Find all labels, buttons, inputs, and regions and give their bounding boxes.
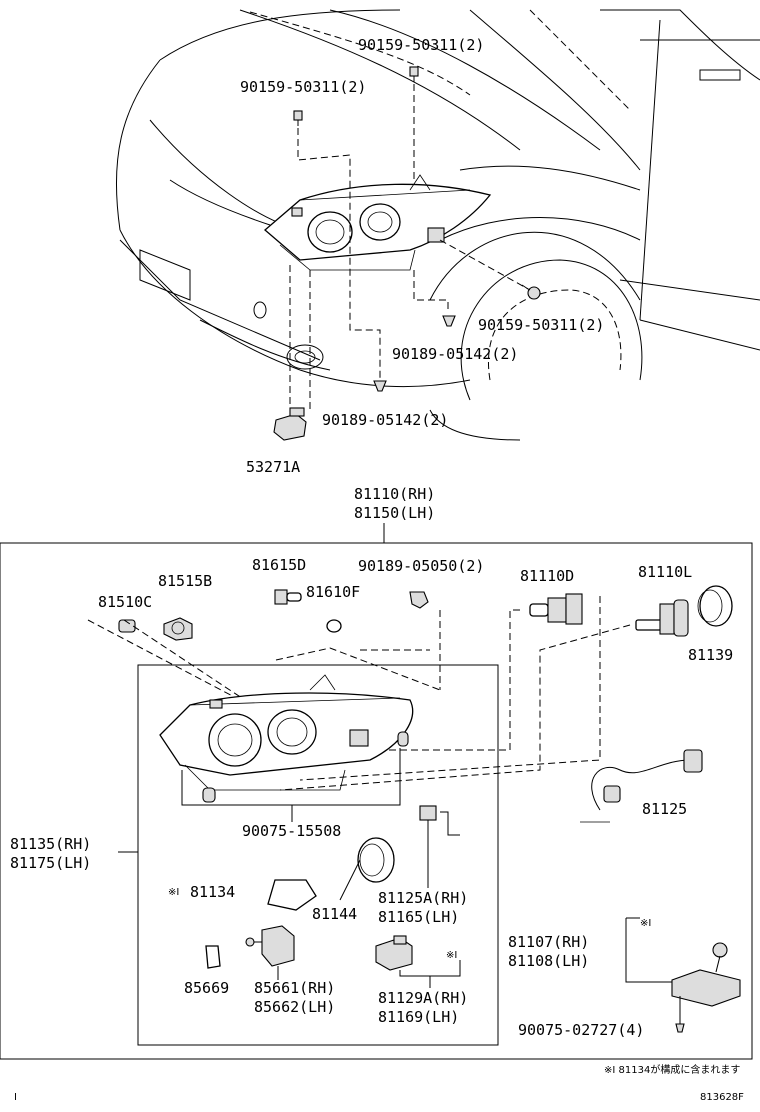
label-bolt-top-left: 90159-50311(2): [240, 78, 366, 96]
label-clip-bottom: 90189-05142(2): [322, 411, 448, 429]
mark-ballast: ※I: [446, 950, 457, 961]
bulb-81610f: [326, 619, 342, 633]
label-bulb-81615d: 81615D: [252, 556, 306, 574]
label-unit-rh: 81135(RH): [10, 835, 91, 853]
label-bolt-top-right: 90159-50311(2): [358, 36, 484, 54]
label-bolt-mid-right: 90159-50311(2): [478, 316, 604, 334]
mark-gasket: ※I: [168, 887, 179, 898]
label-computer-81107-rh: 81107(RH): [508, 933, 589, 951]
label-bulb-81610f: 81610F: [306, 583, 360, 601]
label-clip-15508: 90075-15508: [242, 822, 341, 840]
car-front-illustration: [115, 9, 760, 441]
assembly-frame: [0, 542, 753, 1060]
bulb-81615d: [274, 589, 302, 605]
socket-81510c: [118, 619, 136, 633]
wire-81125: [580, 749, 703, 823]
headlamp-unit: [159, 674, 414, 803]
ring-85669: [205, 945, 221, 969]
label-unit-lh: 81175(LH): [10, 854, 91, 872]
gasket-81134: [267, 879, 317, 911]
bolt-icon: [293, 66, 541, 392]
label-bracket: 53271A: [246, 458, 300, 476]
label-cap-81144: 81144: [312, 905, 357, 923]
cap-81144: [339, 837, 395, 901]
computer-81107: [625, 917, 741, 1033]
cover-81139: [697, 585, 733, 627]
headlamp-installed: [264, 174, 492, 271]
label-screw-02727: 90075-02727(4): [518, 1021, 644, 1039]
label-assy-rh: 81110(RH): [354, 485, 435, 503]
label-socket-81515b: 81515B: [158, 572, 212, 590]
label-wire-81125: 81125: [642, 800, 687, 818]
label-wire-81165-lh: 81165(LH): [378, 908, 459, 926]
bulb-81110d: [529, 593, 583, 625]
label-cover-81139: 81139: [688, 646, 733, 664]
wire-81125a: [419, 805, 460, 888]
label-bulb-81110l: 81110L: [638, 563, 692, 581]
label-socket-81510c: 81510C: [98, 593, 152, 611]
unit-frame: [137, 664, 499, 1046]
bulb-81110l: [635, 599, 689, 637]
label-motor-85661-rh: 85661(RH): [254, 979, 335, 997]
bracket-53271a: [273, 407, 307, 441]
ballast-81129a: [375, 935, 461, 988]
socket-81515b: [163, 617, 193, 641]
label-clip-right: 90189-05142(2): [392, 345, 518, 363]
label-ballast-81129a-rh: 81129A(RH): [378, 989, 468, 1007]
mark-computer: ※I: [640, 918, 651, 929]
motor-85661: [245, 925, 295, 980]
label-assy-lh: 81150(LH): [354, 504, 435, 522]
label-gasket-81134: 81134: [190, 883, 235, 901]
label-ballast-81169-lh: 81169(LH): [378, 1008, 459, 1026]
label-motor-85662-lh: 85662(LH): [254, 998, 335, 1016]
corner-mark: I: [14, 1092, 17, 1103]
footnote: ※I 81134が構成に含まれます: [604, 1063, 740, 1076]
label-bulb-81110d: 81110D: [520, 567, 574, 585]
label-wire-81125a-rh: 81125A(RH): [378, 889, 468, 907]
diagram-code: 813628F: [700, 1092, 744, 1103]
clip-90189-05050: [409, 591, 429, 609]
label-computer-81108-lh: 81108(LH): [508, 952, 589, 970]
label-clip-05050: 90189-05050(2): [358, 557, 484, 575]
label-ring-85669: 85669: [184, 979, 229, 997]
